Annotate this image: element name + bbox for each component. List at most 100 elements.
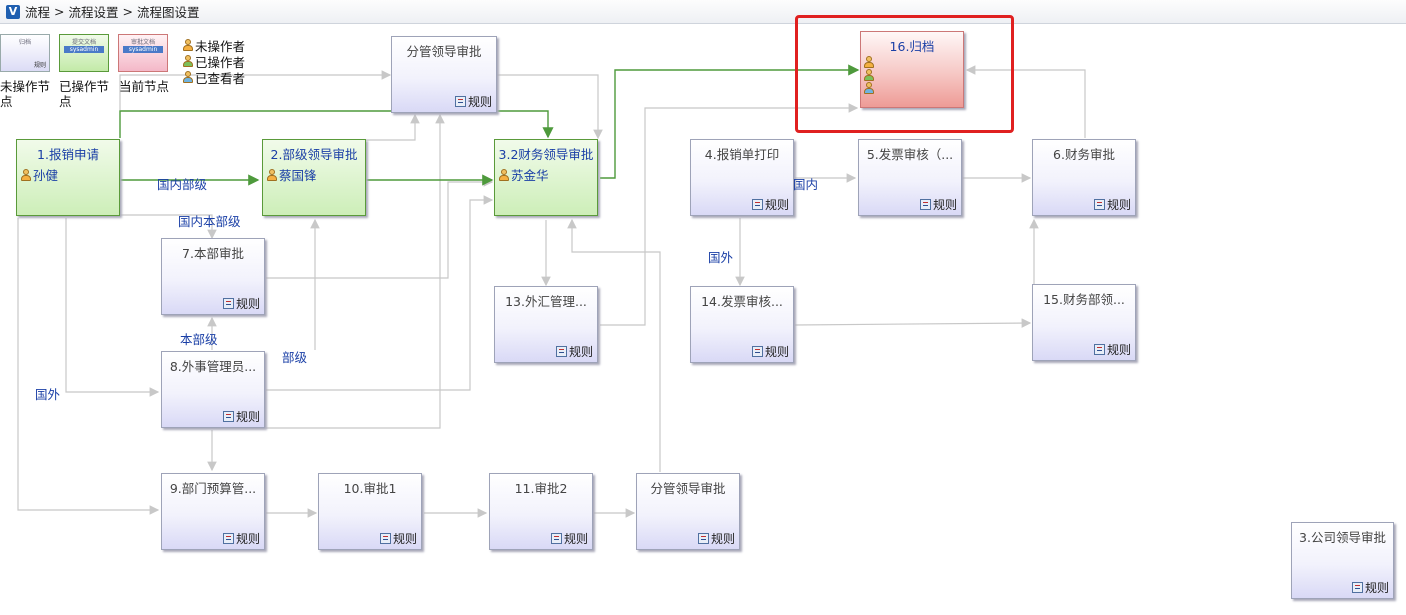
edge-1-to-fenguan [119, 70, 392, 110]
node-8-foreign-affairs[interactable]: 8.外事管理员... 规则 [161, 351, 265, 428]
node-title: 7.本部审批 [182, 246, 244, 261]
legend-unoperated-box-title: 归档 [18, 39, 31, 46]
node-5-invoice-check[interactable]: 5.发票审核（... 规则 [858, 139, 962, 216]
breadcrumb-separator: > [122, 4, 133, 19]
rule-button[interactable]: 规则 [555, 343, 593, 360]
rule-icon [1351, 582, 1363, 593]
rule-icon [919, 199, 931, 210]
rule-label: 规则 [1106, 198, 1131, 212]
edge-label-guonei-bumen: 国内部级 [157, 177, 208, 192]
legend-operated-box-title: 提交文档 [71, 39, 96, 46]
node-title: 5.发票审核（... [866, 147, 954, 162]
node-fenguan-top[interactable]: 分管领导审批 规则 [391, 36, 497, 113]
node-32-finance-leader[interactable]: 3.2财务领导审批 苏金华 [494, 139, 598, 216]
rule-button[interactable]: 规则 [919, 196, 957, 213]
legend-unoperated-box-rule: 规则 [33, 62, 46, 69]
breadcrumb-separator: > [54, 4, 65, 19]
rule-button[interactable]: 规则 [379, 530, 417, 547]
rule-button[interactable]: 规则 [1093, 196, 1131, 213]
operator-name: 蔡国锋 [279, 168, 317, 183]
edge-label-guonei-benbu: 国内本部级 [178, 214, 241, 229]
edge-2-to-fenguan [365, 113, 420, 141]
legend-not-operated-text: 未操作者 [195, 38, 246, 54]
node-title: 分管领导审批 [650, 481, 726, 496]
rule-icon [1093, 344, 1105, 355]
edge-label-benbu: 本部级 [180, 332, 218, 347]
rule-button[interactable]: 规则 [1093, 341, 1131, 358]
rule-button[interactable]: 规则 [751, 196, 789, 213]
rule-icon [555, 346, 567, 357]
rule-icon [222, 298, 234, 309]
edge-8-to-32 [266, 195, 494, 391]
node-4-print[interactable]: 4.报销单打印 规则 [690, 139, 794, 216]
rule-icon [697, 533, 709, 544]
rule-icon [222, 533, 234, 544]
rule-button[interactable]: 规则 [751, 343, 789, 360]
rule-label: 规则 [1106, 343, 1131, 357]
legend-unoperated-label: 未操作节点 [0, 79, 51, 109]
node-9-budget[interactable]: 9.部门预算管... 规则 [161, 473, 265, 550]
edge-7-to-32 [266, 177, 494, 279]
person-blue-icon [183, 71, 193, 83]
rule-button[interactable]: 规则 [550, 530, 588, 547]
node-operator: 孙健 [21, 165, 58, 184]
node-1-apply[interactable]: 1.报销申请 孙健 [16, 139, 120, 216]
rule-button[interactable]: 规则 [222, 408, 260, 425]
node-3-company-leader[interactable]: 3.公司领导审批 规则 [1291, 522, 1394, 599]
person-orange-icon [499, 168, 509, 181]
legend-operated-swatch: 提交文档 sysadmin [59, 34, 109, 72]
rule-button[interactable]: 规则 [222, 530, 260, 547]
node-title: 3.2财务领导审批 [498, 147, 594, 162]
legend-viewed: 已查看者 [183, 69, 245, 86]
legend-operated-text: 已操作者 [195, 54, 246, 70]
rule-label: 规则 [235, 532, 260, 546]
node-11-approve2[interactable]: 11.审批2 规则 [489, 473, 593, 550]
rule-icon [379, 533, 391, 544]
node-14-invoice-check[interactable]: 14.发票审核... 规则 [690, 286, 794, 363]
legend-operated-label: 已操作节点 [59, 79, 110, 109]
node-15-finance-dept[interactable]: 15.财务部领... 规则 [1032, 284, 1136, 361]
rule-button[interactable]: 规则 [454, 93, 492, 110]
node-title: 13.外汇管理... [505, 294, 587, 309]
person-orange-icon [21, 168, 31, 181]
edge-1-to-8 [65, 218, 160, 397]
node-2-dept-leader[interactable]: 2.部级领导审批 蔡国锋 [262, 139, 366, 216]
node-13-forex[interactable]: 13.外汇管理... 规则 [494, 286, 598, 363]
rule-label: 规则 [710, 532, 735, 546]
operator-status-icons [864, 56, 876, 94]
rule-label: 规则 [467, 95, 492, 109]
breadcrumb-flow[interactable]: 流程 [25, 5, 51, 20]
node-6-finance-approve[interactable]: 6.财务审批 规则 [1032, 139, 1136, 216]
node-operator: 蔡国锋 [267, 165, 317, 184]
node-title: 9.部门预算管... [169, 481, 257, 496]
legend-current-label: 当前节点 [119, 79, 170, 94]
rule-button[interactable]: 规则 [1351, 579, 1389, 596]
rule-label: 规则 [235, 410, 260, 424]
rule-label: 规则 [764, 198, 789, 212]
edge-fenguan-to-32 [496, 74, 603, 140]
person-orange-icon [183, 39, 193, 51]
breadcrumb-flow-settings[interactable]: 流程设置 [68, 5, 119, 20]
person-orange-icon [267, 168, 277, 181]
legend-operated: 已操作者 [183, 53, 246, 70]
rule-button[interactable]: 规则 [697, 530, 735, 547]
node-16-archive[interactable]: 16.归档 [860, 31, 964, 108]
operator-name: 苏金华 [511, 168, 549, 183]
node-title: 8.外事管理员... [169, 359, 257, 374]
edge-fenguan2-to-32 [567, 218, 661, 472]
legend-operated-box-user: sysadmin [64, 46, 104, 53]
breadcrumb-flowchart-settings: 流程图设置 [137, 5, 200, 20]
rule-icon [550, 533, 562, 544]
node-title: 3.公司领导审批 [1299, 530, 1386, 545]
node-10-approve1[interactable]: 10.审批1 规则 [318, 473, 422, 550]
edge-6-to-16 [965, 65, 1086, 138]
rule-icon [454, 96, 466, 107]
node-title: 11.审批2 [514, 481, 568, 496]
rule-label: 规则 [764, 345, 789, 359]
node-fenguan-bottom[interactable]: 分管领导审批 规则 [636, 473, 740, 550]
edge-done-1-to-32 [119, 110, 554, 139]
node-7-local-approve[interactable]: 7.本部审批 规则 [161, 238, 265, 315]
edge-1-to-7 [120, 214, 217, 240]
node-title: 15.财务部领... [1043, 292, 1125, 307]
rule-button[interactable]: 规则 [222, 295, 260, 312]
